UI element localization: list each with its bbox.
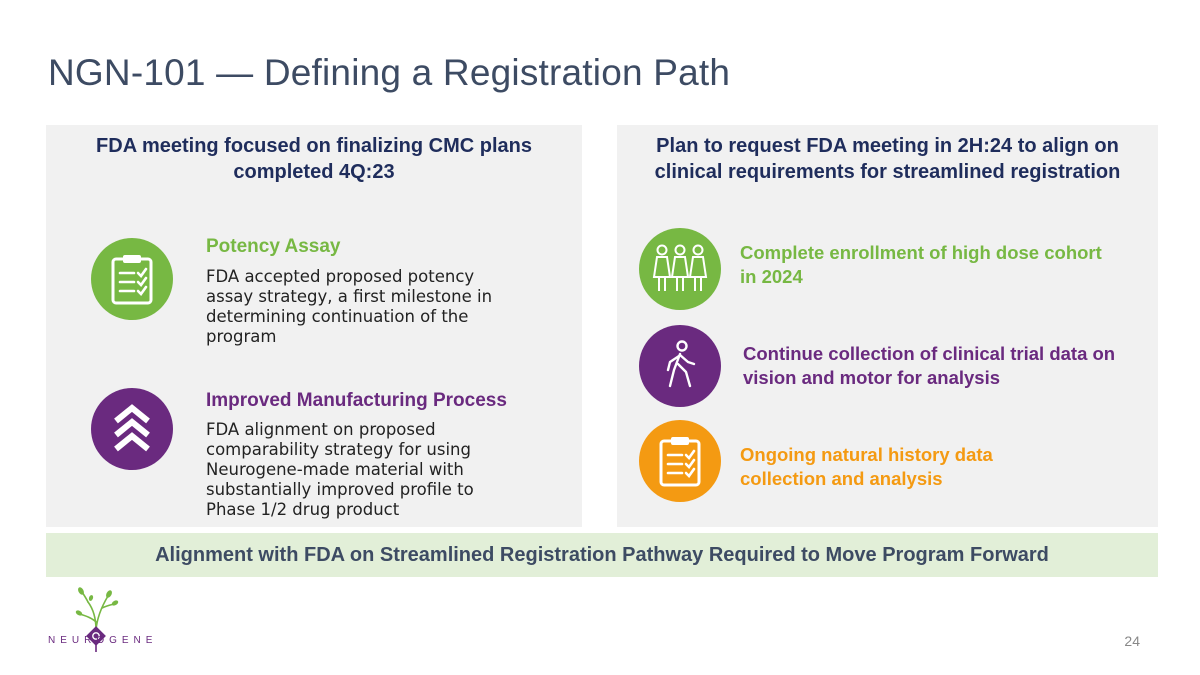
potency-assay-title: Potency Assay [206, 236, 341, 257]
alignment-banner: Alignment with FDA on Streamlined Regist… [46, 533, 1158, 577]
left-panel-heading-line2: completed 4Q:23 [233, 161, 395, 183]
left-panel-heading: FDA meeting focused on finalizing CMC pl… [46, 133, 582, 185]
natural-history-goal-text: Ongoing natural history data collection … [740, 444, 993, 489]
page-number: 24 [1124, 633, 1140, 649]
manufacturing-process-title: Improved Manufacturing Process [206, 390, 507, 411]
right-panel-heading-line1: Plan to request FDA meeting in 2H:24 to … [656, 135, 1119, 157]
potency-assay-body: FDA accepted proposed potency assay stra… [206, 267, 493, 346]
manufacturing-process-body: FDA alignment on proposed comparability … [206, 420, 474, 519]
right-panel-heading: Plan to request FDA meeting in 2H:24 to … [617, 133, 1158, 185]
enrollment-goal-text: Complete enrollment of high dose cohort … [740, 242, 1102, 287]
clipboard-checklist-icon [91, 238, 173, 320]
clinical-data-goal-text: Continue collection of clinical trial da… [743, 343, 1116, 388]
clipboard-checklist-icon [639, 420, 721, 502]
right-panel: Plan to request FDA meeting in 2H:24 to … [617, 125, 1158, 527]
left-panel-heading-line1: FDA meeting focused on finalizing CMC pl… [96, 135, 532, 157]
neurogene-logo [75, 587, 119, 652]
left-panel: FDA meeting focused on finalizing CMC pl… [46, 125, 582, 527]
three-girls-icon [639, 228, 721, 310]
slide-title: NGN-101 — Defining a Registration Path [48, 52, 731, 93]
logo-wordmark: NEUROGENE [48, 635, 158, 646]
right-panel-heading-line2: clinical requirements for streamlined re… [654, 161, 1121, 183]
chevrons-up-icon [91, 388, 173, 470]
walking-person-icon [639, 325, 721, 407]
